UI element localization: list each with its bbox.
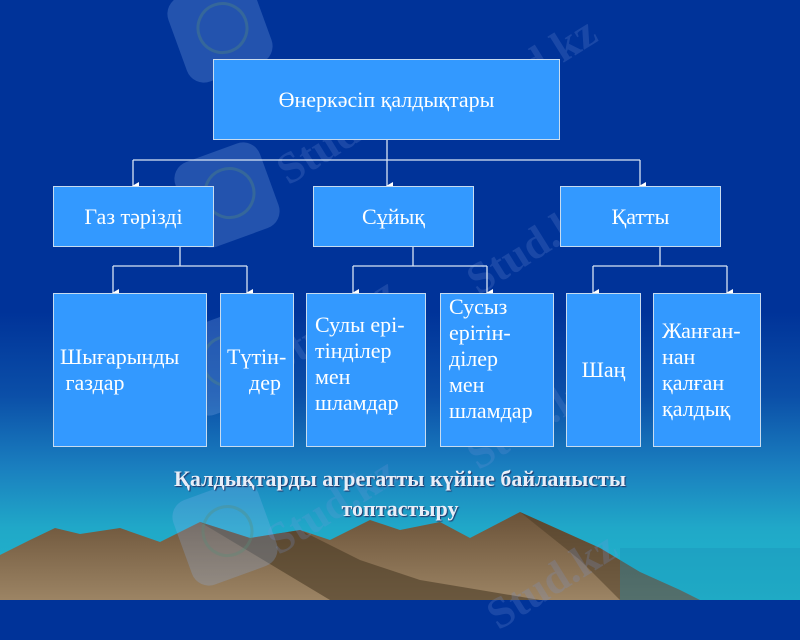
leaf-node-exhaust-gases: Шығарынды газдар [53,293,207,447]
caption-line-2: топтастыру [341,496,459,521]
leaf-line: дер [227,370,281,395]
category-label: Қатты [611,203,670,229]
leaf-line: ділер [449,346,499,371]
leaf-line: Сулы ері- [315,312,405,337]
leaf-line: тінділер [315,338,392,363]
category-label: Газ тәрізді [84,203,183,229]
leaf-line: Шаң [581,357,626,382]
slide-caption: Қалдықтарды агрегатты күйіне байланысты … [80,464,720,524]
leaf-line: қалған [662,370,725,395]
category-node-liquid: Сұйық [313,186,474,247]
leaf-node-combustion-residue: Жанған- нан қалған қалдық [653,293,761,447]
leaf-line: мен [449,372,485,397]
caption-line-1: Қалдықтарды агрегатты күйіне байланысты [173,466,627,491]
root-label: Өнеркәсіп қалдықтары [278,86,495,112]
category-label: Сұйық [362,203,425,229]
root-node: Өнеркәсіп қалдықтары [213,59,560,140]
leaf-line: нан [662,344,696,369]
leaf-node-non-aqueous-solutions: Сусыз ерітін- ділер мен шламдар [440,293,554,447]
leaf-line: Жанған- [662,318,741,343]
leaf-node-dust: Шаң [566,293,641,447]
leaf-line: шламдар [449,398,533,423]
mountain-background [0,512,800,600]
connector-lines [112,140,733,297]
leaf-line: Сусыз [449,294,508,319]
leaf-line: газдар [60,370,125,395]
leaf-line: шламдар [315,390,399,415]
leaf-line: қалдық [662,396,731,421]
leaf-line: Түтін- [227,344,287,369]
category-node-gas: Газ тәрізді [53,186,214,247]
leaf-line: мен [315,364,351,389]
leaf-line: ерітін- [449,320,511,345]
leaf-node-aqueous-solutions: Сулы ері- тінділер мен шламдар [306,293,426,447]
leaf-line: Шығарынды [60,344,180,369]
leaf-node-smoke: Түтін- дер [220,293,294,447]
category-node-solid: Қатты [560,186,721,247]
